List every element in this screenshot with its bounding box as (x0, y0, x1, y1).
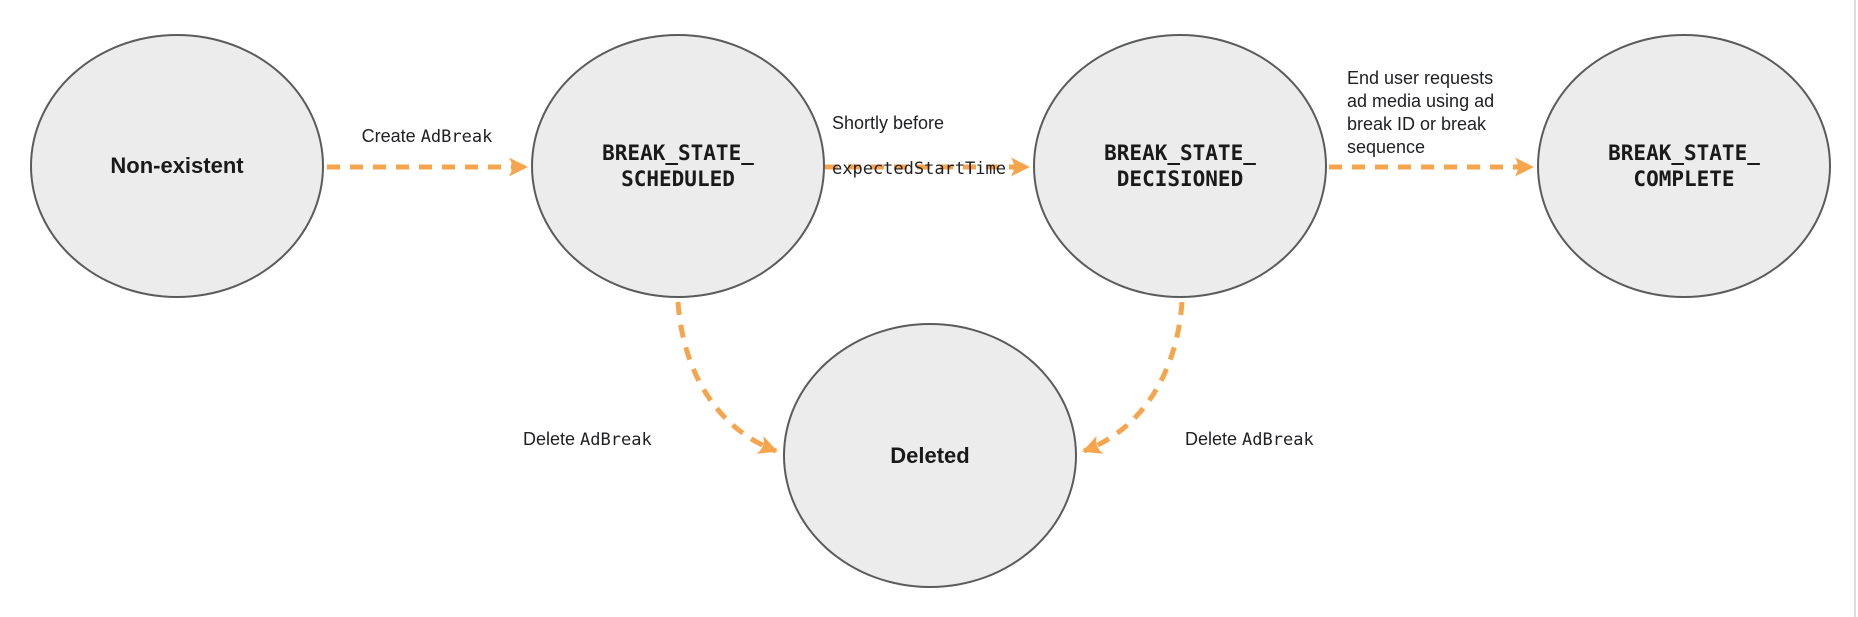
transition-label-create-adbreak-code: AdBreak (420, 127, 493, 147)
transition-label-delete-adbreak-right: Delete AdBreak (1185, 405, 1314, 452)
state-non-existent-label: Non-existent (110, 153, 244, 178)
transition-label-end-user-requests: End user requests ad media using ad brea… (1347, 44, 1494, 159)
transition-label-end-user-requests-text: End user requests ad media using ad brea… (1347, 68, 1495, 157)
transition-label-delete-adbreak-left-text: Delete (523, 429, 581, 449)
transition-label-delete-adbreak-left: Delete AdBreak (523, 405, 652, 452)
transition-label-shortly-before-text: Shortly before (832, 113, 945, 133)
transition-label-delete-adbreak-right-code: AdBreak (1242, 430, 1314, 450)
state-deleted: Deleted (783, 323, 1077, 588)
transition-label-delete-adbreak-right-text: Delete (1185, 429, 1243, 449)
arrow-delete-adbreak-left (675, 301, 778, 454)
arrow-delete-adbreak-right (1082, 301, 1185, 454)
page-right-border (1854, 0, 1856, 617)
state-non-existent: Non-existent (30, 34, 324, 298)
transition-label-delete-adbreak-left-code: AdBreak (580, 430, 652, 450)
state-break-state-decisioned-label: BREAK_STATE_ DECISIONED (1104, 141, 1256, 191)
state-break-state-decisioned: BREAK_STATE_ DECISIONED (1033, 34, 1327, 298)
state-break-state-scheduled-label: BREAK_STATE_ SCHEDULED (602, 141, 754, 191)
transition-label-shortly-before: Shortly before expectedStartTime (832, 89, 1006, 204)
transition-label-create-adbreak-text: Create (361, 126, 421, 146)
state-break-state-scheduled: BREAK_STATE_ SCHEDULED (531, 34, 825, 298)
state-break-state-complete: BREAK_STATE_ COMPLETE (1537, 34, 1831, 298)
state-deleted-label: Deleted (890, 442, 970, 468)
transition-label-shortly-before-code: expectedStartTime (832, 159, 1006, 179)
transition-label-create-adbreak: Create AdBreak (287, 102, 567, 149)
state-break-state-complete-label: BREAK_STATE_ COMPLETE (1608, 141, 1760, 191)
